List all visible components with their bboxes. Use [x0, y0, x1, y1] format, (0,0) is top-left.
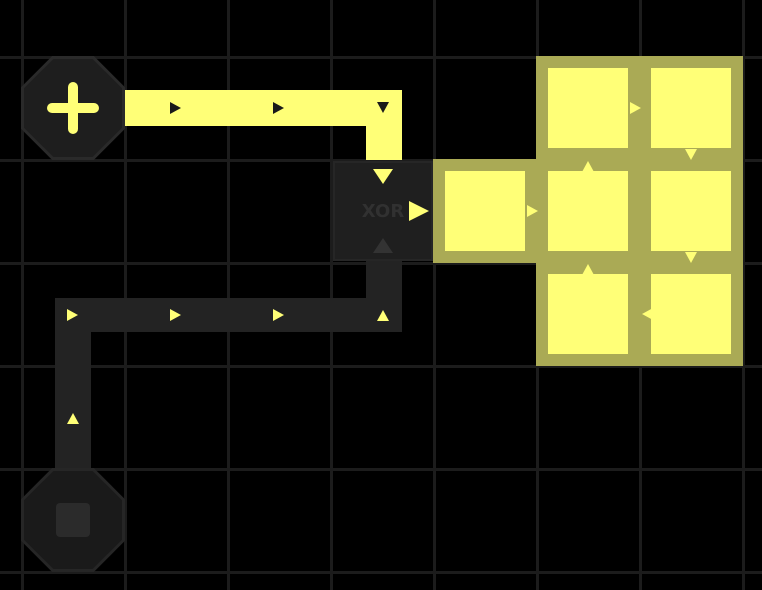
memory-cell[interactable]: [536, 159, 640, 263]
arrow-icon: [582, 161, 594, 172]
arrow-icon: [685, 252, 697, 263]
arrow-icon: [527, 205, 538, 217]
grid-line: [0, 468, 762, 471]
arrow-icon: [67, 413, 79, 424]
arrow-icon: [582, 264, 594, 275]
output-node[interactable]: [21, 468, 125, 572]
plus-icon: [47, 82, 99, 134]
grid-line: [0, 365, 762, 368]
arrow-icon: [630, 102, 641, 114]
arrow-icon: [377, 102, 389, 113]
inactive-wire-segment[interactable]: [55, 298, 402, 332]
grid-line: [0, 56, 762, 59]
memory-cell[interactable]: [536, 262, 640, 366]
grid-line: [21, 0, 24, 590]
memory-cell[interactable]: [639, 262, 743, 366]
grid-line: [124, 0, 127, 590]
arrow-icon: [373, 169, 393, 184]
inactive-wire-segment[interactable]: [55, 298, 91, 498]
grid-line: [330, 0, 333, 590]
input-node[interactable]: [21, 56, 125, 160]
grid-line: [227, 0, 230, 590]
grid-line: [0, 159, 762, 162]
grid-line: [0, 571, 762, 574]
arrow-icon: [273, 309, 284, 321]
memory-cell[interactable]: [639, 159, 743, 263]
arrow-icon: [377, 310, 389, 321]
arrow-icon: [273, 102, 284, 114]
arrow-icon: [642, 308, 653, 320]
memory-cell[interactable]: [536, 56, 640, 160]
arrow-icon: [170, 309, 181, 321]
memory-cell[interactable]: [639, 56, 743, 160]
active-wire-segment[interactable]: [118, 90, 402, 126]
arrow-icon: [409, 201, 429, 221]
grid-line: [742, 0, 745, 590]
active-wire-segment[interactable]: [366, 90, 402, 160]
grid-line: [433, 0, 436, 590]
arrow-icon: [67, 309, 78, 321]
memory-cell[interactable]: [433, 159, 537, 263]
arrow-icon: [170, 102, 181, 114]
xor-gate-label: XOR: [361, 200, 405, 222]
square-icon: [56, 503, 90, 537]
arrow-icon: [373, 238, 393, 253]
arrow-icon: [685, 149, 697, 160]
